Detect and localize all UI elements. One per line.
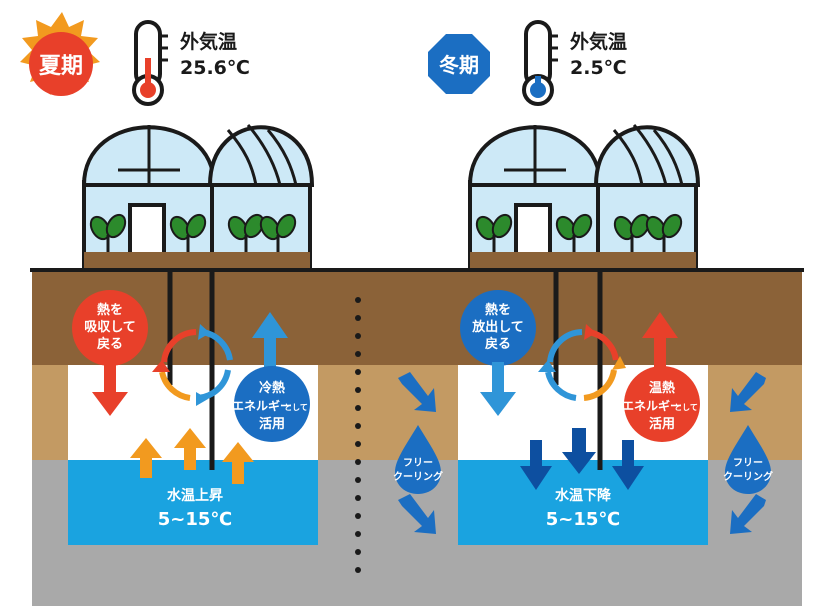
summer-energy-note-line1: 冷熱: [259, 380, 285, 396]
winter-energy-note-line2: エネルギー: [622, 398, 682, 413]
summer-rising-arrows: [130, 428, 254, 484]
winter-heat-note-line3: 戻る: [484, 336, 511, 352]
winter-greenhouse: [467, 124, 701, 270]
summer-thermometer-icon: [132, 20, 168, 106]
summer-cycle-arrows: [152, 324, 233, 406]
summer-water-label: 水温上昇: [167, 487, 223, 504]
free-cooling-center-line1: フリー: [403, 457, 433, 469]
winter-outside-temp-value: 2.5℃: [570, 57, 627, 79]
free-cooling-center-line2: クーリング: [393, 470, 443, 483]
summer-outside-temp-value: 25.6℃: [180, 57, 250, 79]
winter-up-arrow: [642, 312, 678, 372]
summer-energy-note-line3: として: [284, 403, 308, 412]
winter-energy-note-line4: 活用: [649, 416, 675, 432]
season-divider: [355, 297, 361, 573]
summer-down-arrow: [92, 362, 128, 416]
summer-sun-badge: 夏期: [20, 12, 100, 96]
summer-outside-temp-label: 外気温: [180, 30, 237, 53]
winter-down-arrow: [480, 362, 516, 416]
free-cooling-drop-center: [395, 425, 441, 494]
topsoil-layer: [32, 270, 802, 365]
winter-cycle-arrows: [538, 324, 626, 401]
winter-water-range: 5~15℃: [546, 509, 620, 530]
summer-greenhouse: [81, 124, 315, 270]
summer-heat-note-line3: 戻る: [96, 336, 123, 352]
winter-badge: 冬期: [428, 34, 490, 94]
winter-heat-note-line2: 放出して: [471, 319, 524, 335]
summer-water: [68, 460, 318, 545]
winter-outside-temp-label: 外気温: [570, 30, 627, 53]
summer-energy-note-bubble: [234, 366, 310, 442]
free-cooling-arrows-right: [730, 372, 766, 534]
free-cooling-drop-right: [725, 425, 771, 494]
winter-heat-note-bubble: [460, 290, 536, 366]
free-cooling-arrows-center: [398, 372, 436, 534]
summer-season-label: 夏期: [39, 54, 83, 79]
winter-season-label: 冬期: [439, 53, 479, 77]
winter-water: [458, 460, 708, 545]
winter-energy-note-line1: 温熱: [649, 380, 675, 396]
summer-up-arrow: [252, 312, 288, 372]
free-cooling-right-line1: フリー: [733, 457, 763, 469]
winter-energy-note-line3: として: [674, 403, 698, 412]
winter-water-label: 水温下降: [555, 487, 612, 504]
winter-thermometer-icon: [522, 20, 558, 106]
winter-sinking-arrows: [520, 428, 644, 490]
summer-heat-note-bubble: [72, 290, 148, 366]
summer-energy-note-line4: 活用: [259, 416, 285, 432]
summer-heat-note-line2: 吸収して: [84, 320, 136, 335]
summer-water-range: 5~15℃: [158, 509, 232, 530]
free-cooling-right-line2: クーリング: [723, 470, 773, 483]
summer-energy-note-line2: エネルギー: [232, 398, 292, 413]
summer-heat-note-line1: 熱を: [97, 302, 123, 318]
winter-energy-note-bubble: [624, 366, 700, 442]
winter-heat-note-line1: 熱を: [485, 302, 511, 318]
